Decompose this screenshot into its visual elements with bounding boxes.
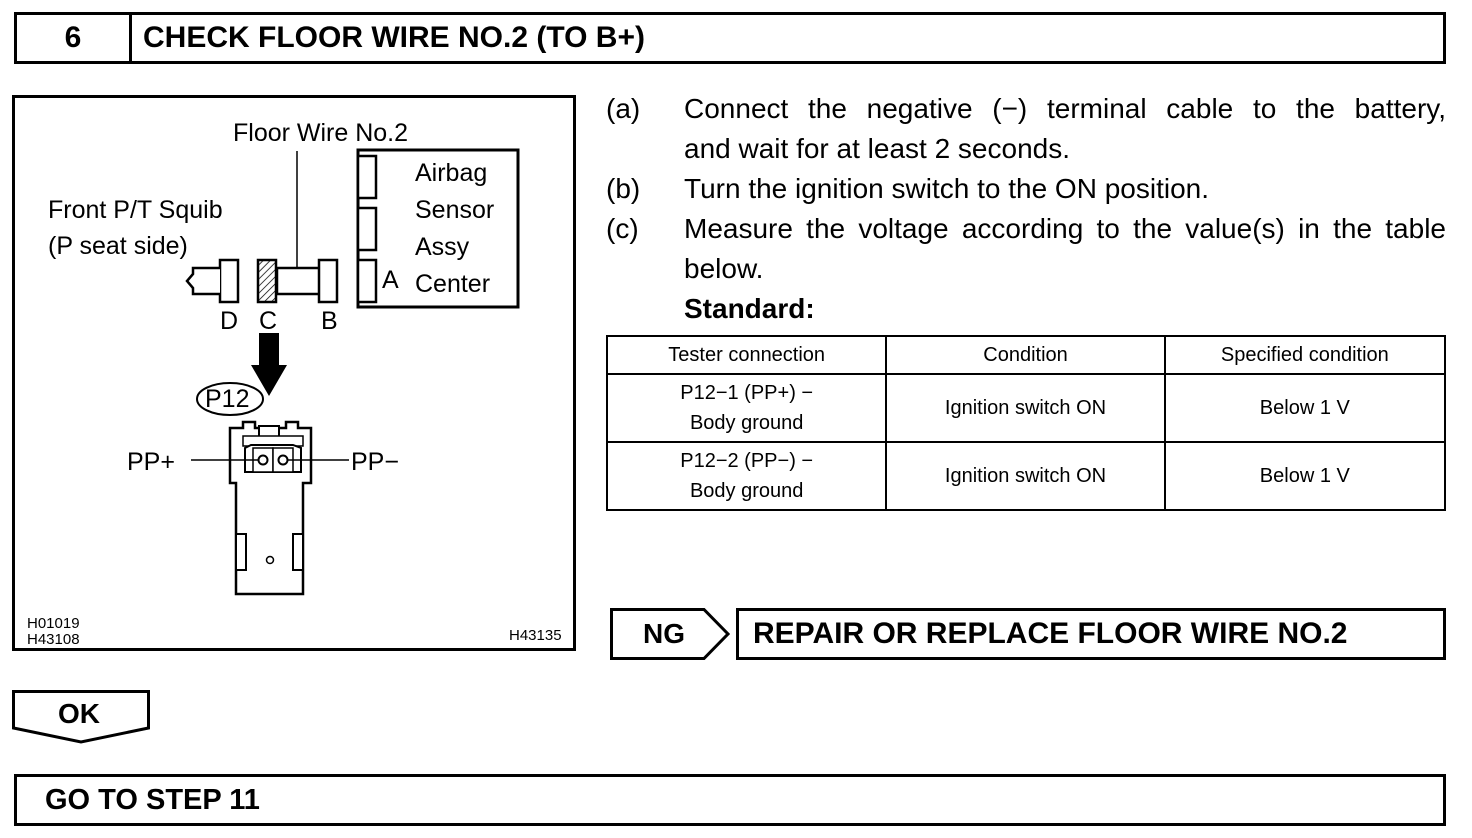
connector-letter-b: B [321,307,338,335]
squib-label-line: Front P/T Squib [48,196,223,224]
column-header: Specified condition [1163,335,1447,375]
wiring-diagram: Floor Wire No.2 Airbag Sensor Assy Cente… [12,95,576,651]
floor-wire-label: Floor Wire No.2 [233,119,409,147]
connector-d [218,258,240,304]
connector-letter-d: D [220,307,239,335]
step-title: CHECK FLOOR WIRE NO.2 (TO B+) [143,21,645,54]
table-cell-connection: P12−2 (PP−) − Body ground [605,441,888,511]
step-text-line: Measure the voltage according to the val… [684,213,1446,244]
connector-c [256,258,278,304]
airbag-label-line: Airbag [415,159,488,187]
step-number: 6 [17,15,132,61]
column-header: Tester connection [605,335,888,375]
table-row: P12−1 (PP+) − Body ground Ignition switc… [605,373,1447,443]
goto-box: GO TO STEP 11 [14,774,1446,826]
table-row: P12−2 (PP−) − Body ground Ignition switc… [605,441,1447,511]
ng-arrow-icon [610,608,730,660]
standard-label: Standard: [684,293,815,324]
step-letter: (c) [606,213,639,244]
ng-action-box: REPAIR OR REPLACE FLOOR WIRE NO.2 [736,608,1446,660]
figure-code: H01019 [27,615,80,632]
connection-line: Body ground [689,480,804,502]
airbag-label-line: Sensor [415,196,495,224]
table-cell-specified: Below 1 V [1163,373,1447,443]
column-header: Condition [885,335,1166,375]
step-text-line: Connect the negative (−) terminal cable … [684,93,1446,124]
step-header: 6 CHECK FLOOR WIRE NO.2 (TO B+) [14,12,1446,64]
connector-id-label: P12 [205,385,250,413]
pin-minus-label: PP− [351,448,399,476]
ok-arrow-icon [12,690,150,744]
figure-code: H43108 [27,631,80,648]
airbag-label-line: Assy [415,233,470,261]
pin-1 [257,454,269,466]
step-text-line: Turn the ignition switch to the ON posit… [684,173,1209,204]
table-cell-condition: Ignition switch ON [885,373,1166,443]
table-cell-connection: P12−1 (PP+) − Body ground [605,373,888,443]
goto-text: GO TO STEP 11 [45,783,260,816]
connection-line: P12−1 (PP+) − [680,382,814,404]
connector-letter-c: C [259,307,278,335]
connector-id-ellipse [196,382,264,416]
table-cell-condition: Ignition switch ON [885,441,1166,511]
ng-label: NG [643,618,685,649]
step-letter: (a) [606,93,641,124]
spec-table: Tester connection Condition Specified co… [605,335,1447,511]
airbag-label-line: Center [415,270,491,298]
arrow-down-icon [251,365,287,396]
step-text-line: below. [684,253,764,284]
connector-illustration [185,148,520,596]
connector-b [317,258,339,304]
pin-2 [277,454,289,466]
step-text-line: and wait for at least 2 seconds. [684,133,1070,164]
connection-line: Body ground [689,412,804,434]
ng-action-text: REPAIR OR REPLACE FLOOR WIRE NO.2 [753,617,1348,650]
table-cell-specified: Below 1 V [1163,441,1447,511]
airbag-sensor-box [356,148,520,309]
connection-line: P12−2 (PP−) − [680,450,814,472]
ok-label: OK [58,698,100,729]
table-header-row: Tester connection Condition Specified co… [605,335,1447,375]
squib-label-line: (P seat side) [48,232,188,260]
figure-code: H43135 [509,627,562,644]
connector-letter-a: A [382,266,399,294]
pin-plus-label: PP+ [127,448,175,476]
step-letter: (b) [606,173,641,204]
